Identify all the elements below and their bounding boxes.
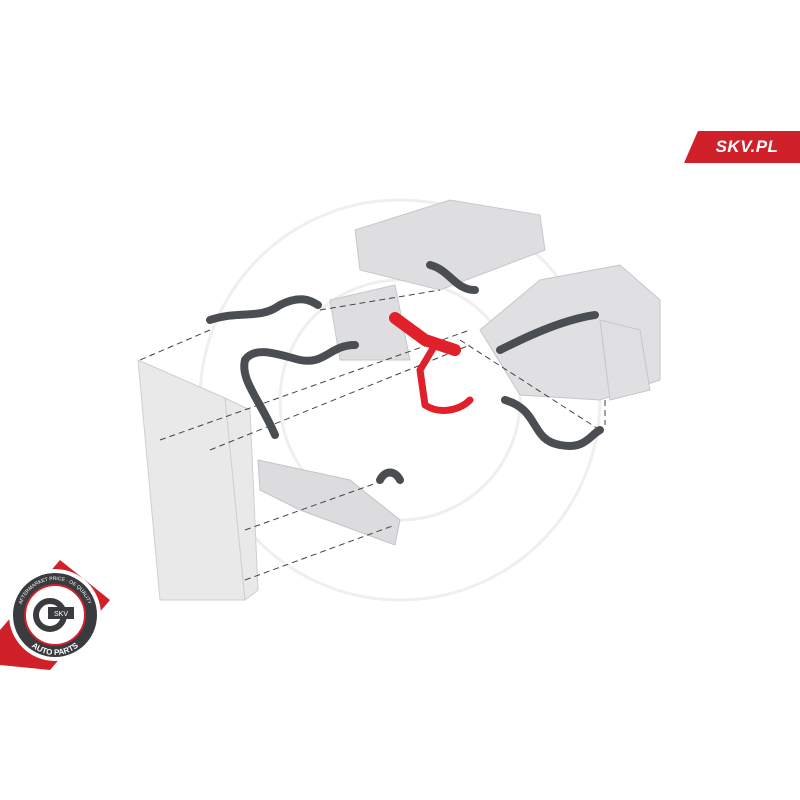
highlighted-coolant-pipe [389, 312, 474, 414]
radiator [137, 359, 259, 601]
engine-cylinder-head [329, 199, 546, 361]
coolant-reservoir [257, 459, 401, 546]
engine-block [479, 264, 661, 401]
hoses [206, 261, 604, 484]
brand-site-label: SKV.PL [715, 137, 779, 156]
skv-auto-parts-badge: SKV AFTERMARKET PRICE · OE QUALITY AUTO … [0, 560, 110, 670]
brand-site-tab: SKV.PL [684, 131, 800, 163]
badge-center-text: SKV [54, 611, 68, 618]
